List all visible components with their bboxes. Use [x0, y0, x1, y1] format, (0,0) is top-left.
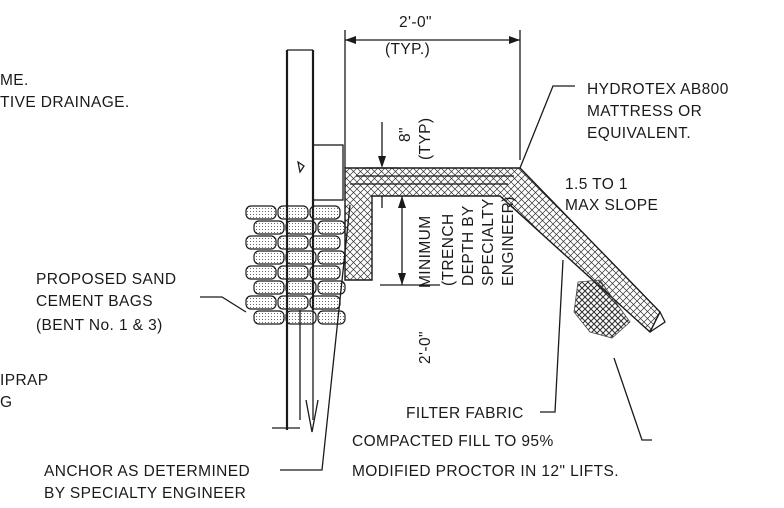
slope-2: MAX SLOPE: [565, 197, 658, 214]
slope-1: 1.5 TO 1: [565, 176, 628, 193]
fill-1: COMPACTED FILL TO 95%: [352, 433, 554, 450]
bags-2: CEMENT BAGS: [36, 293, 153, 310]
partial-note-2: TIVE DRAINAGE.: [0, 94, 130, 111]
sand-bag: [245, 295, 277, 310]
sand-bag: [253, 220, 285, 235]
sand-bag: [317, 310, 346, 325]
filter-fabric: FILTER FABRIC: [406, 405, 524, 422]
labels: 2'-0" (TYP.) ME. TIVE DRAINAGE. HYDROTEX…: [0, 14, 729, 502]
partial-note-1: ME.: [0, 72, 29, 89]
sand-bag: [317, 250, 346, 265]
sand-bag: [309, 265, 341, 280]
sand-bag: [309, 295, 341, 310]
sand-bag: [253, 280, 285, 295]
sand-bag: [285, 310, 317, 325]
sand-bag: [285, 220, 317, 235]
sand-cement-bags: [245, 205, 346, 325]
sand-bag: [285, 280, 317, 295]
leaders: [200, 85, 652, 471]
sand-bag: [277, 235, 309, 250]
sand-bag: [309, 205, 341, 220]
mattress: [344, 167, 666, 334]
sand-bag: [317, 220, 346, 235]
sand-bag: [245, 235, 277, 250]
hydrotex-2: MATTRESS OR: [587, 103, 702, 120]
sand-bag: [253, 250, 285, 265]
sand-bag: [285, 250, 317, 265]
trench-3: SPECIALTY: [480, 198, 497, 286]
dim-thickness: 8": [397, 127, 414, 142]
sand-bag: [309, 235, 341, 250]
sand-bag: [277, 205, 309, 220]
dim-depth-a: 2'-0": [417, 331, 434, 364]
dim-thickness-typ: (TYP): [417, 118, 434, 160]
sand-bag: [253, 310, 285, 325]
dim-width-typ: (TYP.): [385, 41, 430, 58]
sand-bag: [245, 205, 277, 220]
dim-depth-b: MINIMUM: [417, 215, 434, 288]
bags-3: (BENT No. 1 & 3): [36, 317, 163, 334]
bags-1: PROPOSED SAND: [36, 271, 176, 288]
hydrotex-3: EQUIVALENT.: [587, 125, 691, 142]
anchor-1: ANCHOR AS DETERMINED: [44, 463, 250, 480]
sand-bag: [317, 280, 346, 295]
riprap-2: G: [0, 394, 12, 411]
riprap: [573, 279, 631, 339]
trench-2: DEPTH BY: [460, 205, 477, 286]
sand-bag: [277, 295, 309, 310]
sand-bag: [245, 265, 277, 280]
fill-2: MODIFIED PROCTOR IN 12" LIFTS.: [352, 463, 619, 480]
sand-bag: [277, 265, 309, 280]
trench-1: (TRENCH: [440, 213, 457, 286]
riprap-1: IPRAP: [0, 372, 49, 389]
anchor-2: BY SPECIALTY ENGINEER: [44, 485, 246, 502]
dim-width: 2'-0": [399, 14, 432, 31]
trench-4: ENGINEER): [500, 196, 517, 286]
hydrotex-1: HYDROTEX AB800: [587, 81, 729, 98]
dimensions: [344, 30, 521, 286]
